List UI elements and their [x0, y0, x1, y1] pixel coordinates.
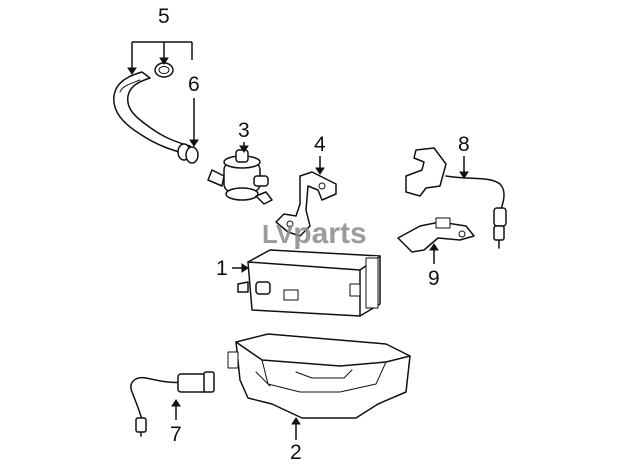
- callout-1: 1: [216, 257, 228, 280]
- vapor-canister: [237, 249, 381, 317]
- watermark-text: parts: [293, 217, 367, 250]
- leader-2: [291, 417, 301, 440]
- leader-7: [171, 399, 181, 420]
- leader-3: [239, 142, 249, 153]
- callout-5: 5: [158, 5, 170, 28]
- watermark-prefix: LV: [262, 219, 294, 249]
- sensor-bracket: [397, 217, 475, 253]
- callout-6: 6: [188, 73, 200, 96]
- callout-9: 9: [428, 267, 440, 290]
- hose-clamp-lower: [177, 143, 199, 164]
- leader-1: [232, 263, 249, 273]
- purge-valve: [207, 149, 273, 205]
- hose-clamp-upper: [154, 62, 174, 78]
- leader-5: [127, 41, 193, 75]
- canister-tray: [227, 333, 411, 419]
- vent-hose: [113, 71, 191, 155]
- callout-2: 2: [290, 441, 302, 464]
- oxygen-sensor-rear: [130, 371, 215, 437]
- callout-4: 4: [314, 133, 326, 156]
- watermark-logo: LVparts: [262, 217, 367, 251]
- callout-3: 3: [238, 119, 250, 142]
- leader-9: [429, 243, 439, 264]
- leader-8: [459, 156, 469, 179]
- oxygen-sensor-upper: [405, 147, 507, 249]
- leader-4: [315, 156, 325, 175]
- mounting-bracket: [275, 171, 337, 237]
- callout-8: 8: [458, 133, 470, 156]
- leader-6: [189, 98, 199, 147]
- callout-7: 7: [170, 423, 182, 446]
